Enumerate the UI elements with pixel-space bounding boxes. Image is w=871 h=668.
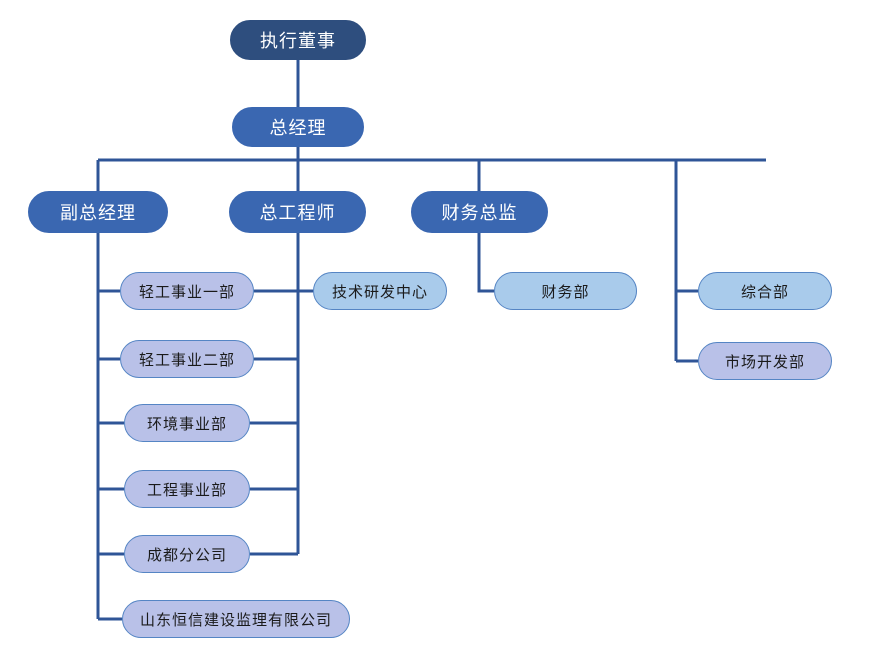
node-general-affairs-department[interactable]: 综合部 <box>698 272 832 310</box>
node-light-industry-division-2[interactable]: 轻工事业二部 <box>120 340 254 378</box>
node-executive-director[interactable]: 执行董事 <box>230 20 366 60</box>
node-shandong-hengxin-supervision[interactable]: 山东恒信建设监理有限公司 <box>122 600 350 638</box>
node-engineering-division[interactable]: 工程事业部 <box>124 470 250 508</box>
node-light-industry-division-1[interactable]: 轻工事业一部 <box>120 272 254 310</box>
node-environment-division[interactable]: 环境事业部 <box>124 404 250 442</box>
node-chief-engineer[interactable]: 总工程师 <box>229 191 366 233</box>
node-market-development-department[interactable]: 市场开发部 <box>698 342 832 380</box>
edge-finance-director-to-finance-dept <box>477 233 494 293</box>
node-technology-rd-center[interactable]: 技术研发中心 <box>313 272 447 310</box>
node-finance-department[interactable]: 财务部 <box>494 272 637 310</box>
node-general-manager[interactable]: 总经理 <box>232 107 364 147</box>
node-deputy-general-manager[interactable]: 副总经理 <box>28 191 168 233</box>
node-chengdu-branch[interactable]: 成都分公司 <box>124 535 250 573</box>
node-finance-director[interactable]: 财务总监 <box>411 191 548 233</box>
